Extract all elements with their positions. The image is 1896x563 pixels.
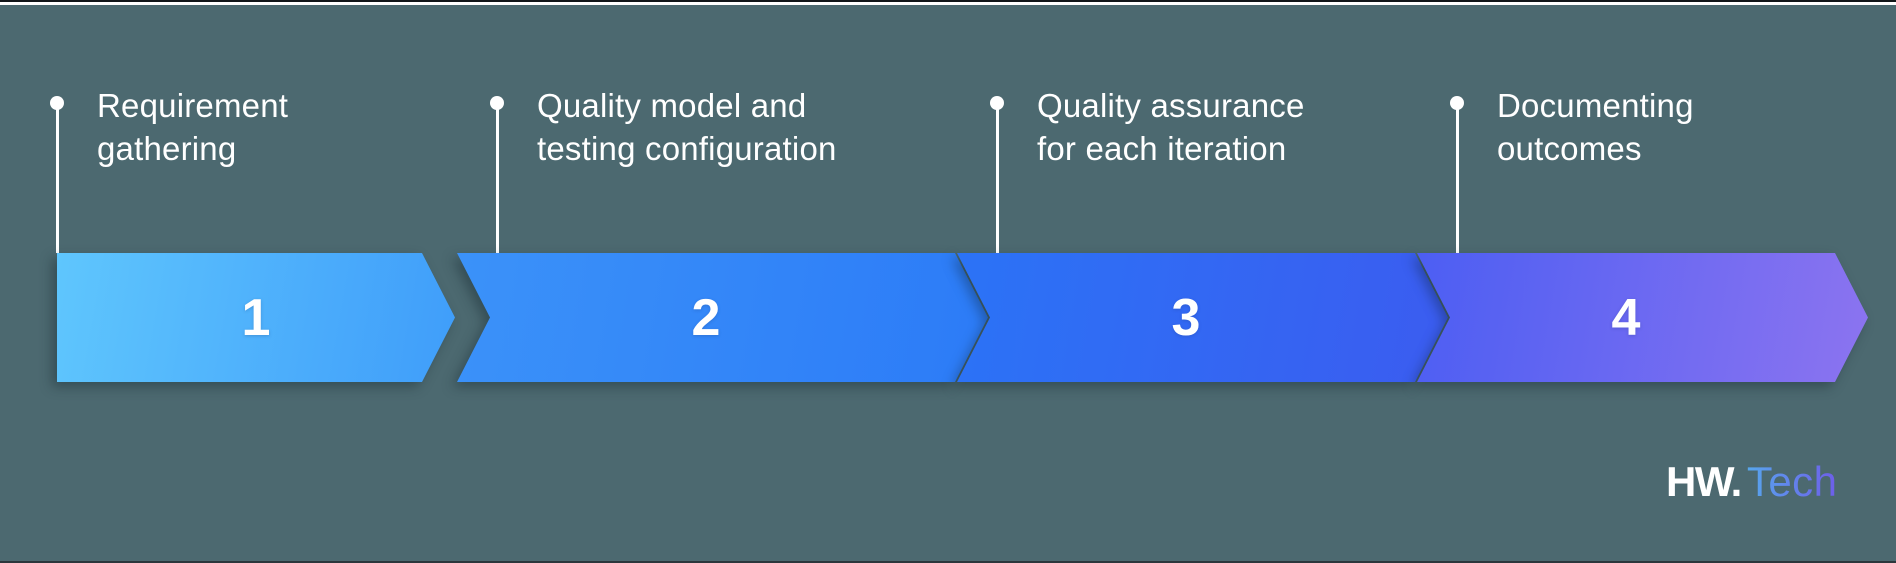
process-arrow-2-shape: 2 — [457, 253, 988, 382]
bottom-dark-border — [0, 561, 1896, 563]
connector-line-4 — [1456, 103, 1459, 253]
step-label-4-line2: outcomes — [1497, 130, 1642, 167]
top-dark-border — [0, 0, 1896, 2]
step-label-2: Quality model and testing configuration — [537, 84, 837, 170]
step-label-1-line1: Requirement — [97, 87, 289, 124]
step-label-4: Documenting outcomes — [1497, 84, 1694, 170]
brand-logo: HW.Tech — [1666, 460, 1838, 504]
step-label-1-line2: gathering — [97, 130, 237, 167]
step-number-3: 3 — [1171, 288, 1201, 347]
process-arrow-2: 2 — [457, 253, 955, 382]
connector-line-1 — [56, 103, 59, 253]
connector-line-2 — [496, 103, 499, 253]
process-arrow-1-shape: 1 — [57, 253, 455, 382]
step-label-1: Requirement gathering — [97, 84, 288, 170]
connector-line-3 — [996, 103, 999, 253]
process-arrow-4-shape: 4 — [1417, 253, 1868, 382]
process-arrow-3-shape: 3 — [957, 253, 1448, 382]
process-arrow-1: 1 — [57, 253, 455, 382]
process-arrow-3: 3 — [957, 253, 1415, 382]
step-number-4: 4 — [1611, 288, 1641, 347]
step-label-3: Quality assurance for each iteration — [1037, 84, 1305, 170]
step-label-4-line1: Documenting — [1497, 87, 1694, 124]
step-label-2-line2: testing configuration — [537, 130, 837, 167]
process-arrow-4: 4 — [1417, 253, 1835, 382]
brand-logo-primary: HW. — [1666, 458, 1742, 505]
step-label-2-line1: Quality model and — [537, 87, 807, 124]
brand-logo-suffix: Tech — [1746, 458, 1838, 505]
step-label-3-line1: Quality assurance — [1037, 87, 1305, 124]
step-number-2: 2 — [691, 288, 721, 347]
step-number-1: 1 — [241, 288, 271, 347]
step-label-3-line2: for each iteration — [1037, 130, 1287, 167]
top-white-stripe — [0, 2, 1896, 5]
